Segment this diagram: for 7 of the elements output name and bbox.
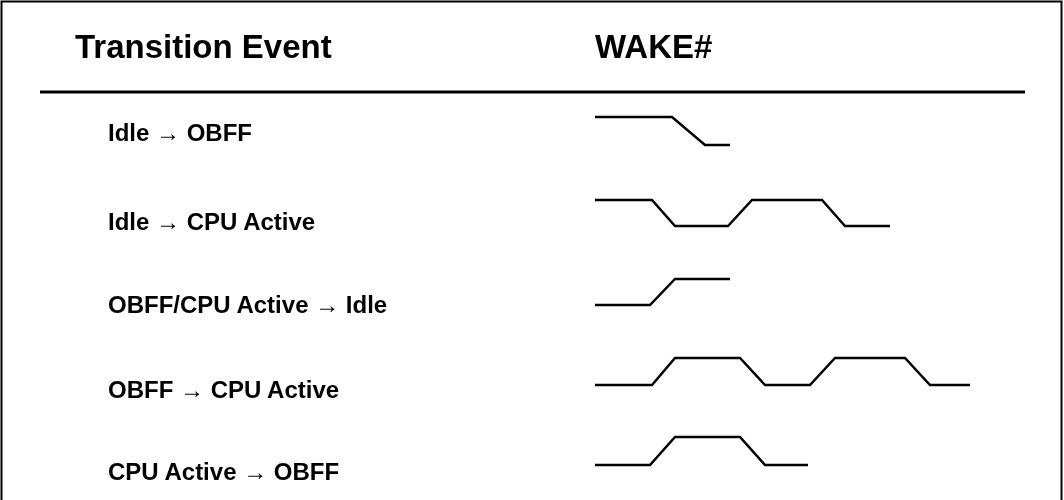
- transition-event-text: Idle → CPU Active: [108, 210, 316, 234]
- column-header: WAKE#: [595, 29, 713, 63]
- transition-event-text: CPU Active → OBFF: [108, 460, 340, 484]
- transition-event-text: OBFF → CPU Active: [108, 378, 340, 402]
- column-header: Transition Event: [75, 29, 332, 63]
- transition-event-text: OBFF/CPU Active → Idle: [108, 293, 388, 317]
- transition-event-text: Idle → OBFF: [108, 121, 252, 145]
